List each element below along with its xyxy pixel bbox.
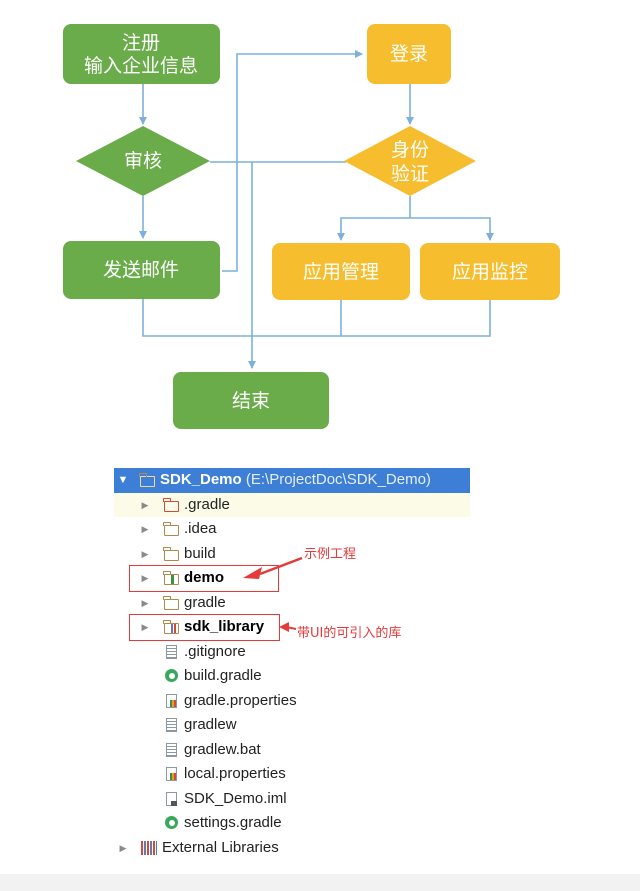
collapsed-arrow-icon[interactable]: ▶ xyxy=(141,499,149,510)
connector-bottom-loop xyxy=(142,298,491,337)
tree-item-gradle-properties[interactable]: gradle.properties xyxy=(114,689,470,714)
gradle-file-icon xyxy=(165,816,178,829)
tree-item-gitignore[interactable]: .gitignore xyxy=(114,640,470,665)
collapsed-arrow-icon[interactable]: ▶ xyxy=(141,573,149,583)
libraries-icon xyxy=(141,840,157,855)
tree-item-idea[interactable]: ▶ .idea xyxy=(114,517,470,542)
collapsed-arrow-icon[interactable]: ▶ xyxy=(141,597,149,608)
tree-item-gradlew[interactable]: gradlew xyxy=(114,713,470,738)
tree-item-label: .idea xyxy=(184,520,217,537)
properties-file-icon xyxy=(166,767,177,781)
tree-item-sdk-library[interactable]: ▶ sdk_library xyxy=(114,615,470,640)
tree-item-label: demo xyxy=(184,569,225,586)
sdk-library-highlight-box xyxy=(129,614,280,641)
demo-arrow-icon xyxy=(259,556,303,576)
node-app-manage-label: 应用管理 xyxy=(303,261,379,283)
node-app-monitor-label: 应用监控 xyxy=(452,261,528,283)
tree-item-label: build xyxy=(184,544,216,562)
tree-root-label: SDK_Demo (E:\ProjectDoc\SDK_Demo) xyxy=(160,468,431,493)
tree-item-gradle-dir[interactable]: ▶ .gradle xyxy=(114,492,470,517)
folder-icon xyxy=(163,522,179,536)
sdk-library-arrow-head-icon xyxy=(279,622,289,632)
text-file-icon xyxy=(166,718,177,732)
properties-file-icon xyxy=(166,693,177,708)
tree-item-gradle[interactable]: ▶ gradle xyxy=(114,591,470,616)
node-end: 结束 xyxy=(173,372,329,429)
folder-icon xyxy=(163,546,179,561)
node-send-mail: 发送邮件 xyxy=(63,241,220,299)
text-file-icon xyxy=(166,742,177,757)
tree-item-build[interactable]: ▶ build xyxy=(114,542,470,567)
tree-item-label: gradlew.bat xyxy=(184,740,261,758)
node-identity-verify-line2: 验证 xyxy=(391,163,429,185)
collapsed-arrow-icon[interactable]: ▶ xyxy=(141,548,149,559)
demo-arrow-head-icon xyxy=(243,567,262,579)
node-login-label: 登录 xyxy=(390,43,428,65)
tree-item-build-gradle[interactable]: build.gradle xyxy=(114,664,470,689)
tree-item-label: .gitignore xyxy=(184,642,246,660)
collapsed-arrow-icon[interactable]: ▶ xyxy=(141,524,149,534)
node-review-label: 审核 xyxy=(124,150,162,172)
collapsed-arrow-icon[interactable]: ▶ xyxy=(119,842,127,853)
library-module-icon xyxy=(163,620,179,634)
connectors xyxy=(139,50,494,369)
tree-item-settings-gradle[interactable]: settings.gradle xyxy=(114,811,470,836)
node-send-mail-label: 发送邮件 xyxy=(103,259,179,281)
tree-item-label: External Libraries xyxy=(162,838,279,856)
node-review: 审核 xyxy=(76,126,210,196)
node-identity-verify: 身份 验证 xyxy=(344,126,476,196)
text-file-icon xyxy=(166,644,177,659)
node-app-monitor: 应用监控 xyxy=(420,243,560,300)
expand-arrow-icon[interactable]: ▼ xyxy=(117,474,129,486)
node-register-title: 注册 xyxy=(122,32,160,54)
tree-item-label: gradlew xyxy=(184,716,237,733)
flowchart: 注册 输入企业信息 审核 发送邮件 登录 身份 验证 应用管理 应用监控 结束 xyxy=(63,24,560,429)
tree-item-gradlew-bat[interactable]: gradlew.bat xyxy=(114,738,470,763)
demo-annotation-text: 示例工程 xyxy=(304,547,357,562)
tree-root-name: SDK_Demo xyxy=(160,471,242,488)
tree-item-external-libraries[interactable]: ▶ External Libraries xyxy=(114,836,470,861)
folder-icon xyxy=(163,595,179,610)
gradle-file-icon xyxy=(165,669,178,682)
bottom-strip xyxy=(0,874,640,891)
node-end-label: 结束 xyxy=(232,390,270,412)
connector-send-login xyxy=(222,50,363,272)
node-app-manage: 应用管理 xyxy=(272,243,410,300)
tree-item-label: .gradle xyxy=(184,495,230,513)
tree-item-label: sdk_library xyxy=(184,618,265,635)
connector-verify-monitor xyxy=(410,217,494,241)
tree-item-demo[interactable]: ▶ demo xyxy=(114,566,470,591)
tree-item-label: gradle.properties xyxy=(184,691,297,709)
node-register-subtitle: 输入企业信息 xyxy=(84,55,198,77)
sdk-library-annotation-text: 带UI的可引入的库 xyxy=(297,626,402,641)
tree-item-label: local.properties xyxy=(184,765,286,782)
tree-item-sdk-demo-iml[interactable]: SDK_Demo.iml xyxy=(114,787,470,812)
tree-item-label: gradle xyxy=(184,593,226,611)
tree-item-label: build.gradle xyxy=(184,667,262,684)
iml-file-icon xyxy=(166,791,177,806)
node-register: 注册 输入企业信息 xyxy=(63,24,220,84)
demo-highlight-box xyxy=(129,565,279,592)
tree-item-label: settings.gradle xyxy=(184,814,282,831)
node-identity-verify-line1: 身份 xyxy=(391,139,429,161)
module-folder-icon xyxy=(139,473,155,487)
tree-root-path: (E:\ProjectDoc\SDK_Demo) xyxy=(245,471,431,488)
folder-icon-red xyxy=(163,497,179,512)
tree-item-local-properties[interactable]: local.properties xyxy=(114,762,470,787)
collapsed-arrow-icon[interactable]: ▶ xyxy=(141,622,149,632)
tree-root-sdk-demo[interactable]: ▼ SDK_Demo (E:\ProjectDoc\SDK_Demo) xyxy=(114,468,470,493)
tree-item-label: SDK_Demo.iml xyxy=(184,789,287,807)
node-login: 登录 xyxy=(367,24,451,84)
module-folder-icon xyxy=(163,571,179,585)
project-tree: ▼ SDK_Demo (E:\ProjectDoc\SDK_Demo) ▶ .g… xyxy=(114,468,470,860)
connector-verify-manage xyxy=(337,196,411,241)
